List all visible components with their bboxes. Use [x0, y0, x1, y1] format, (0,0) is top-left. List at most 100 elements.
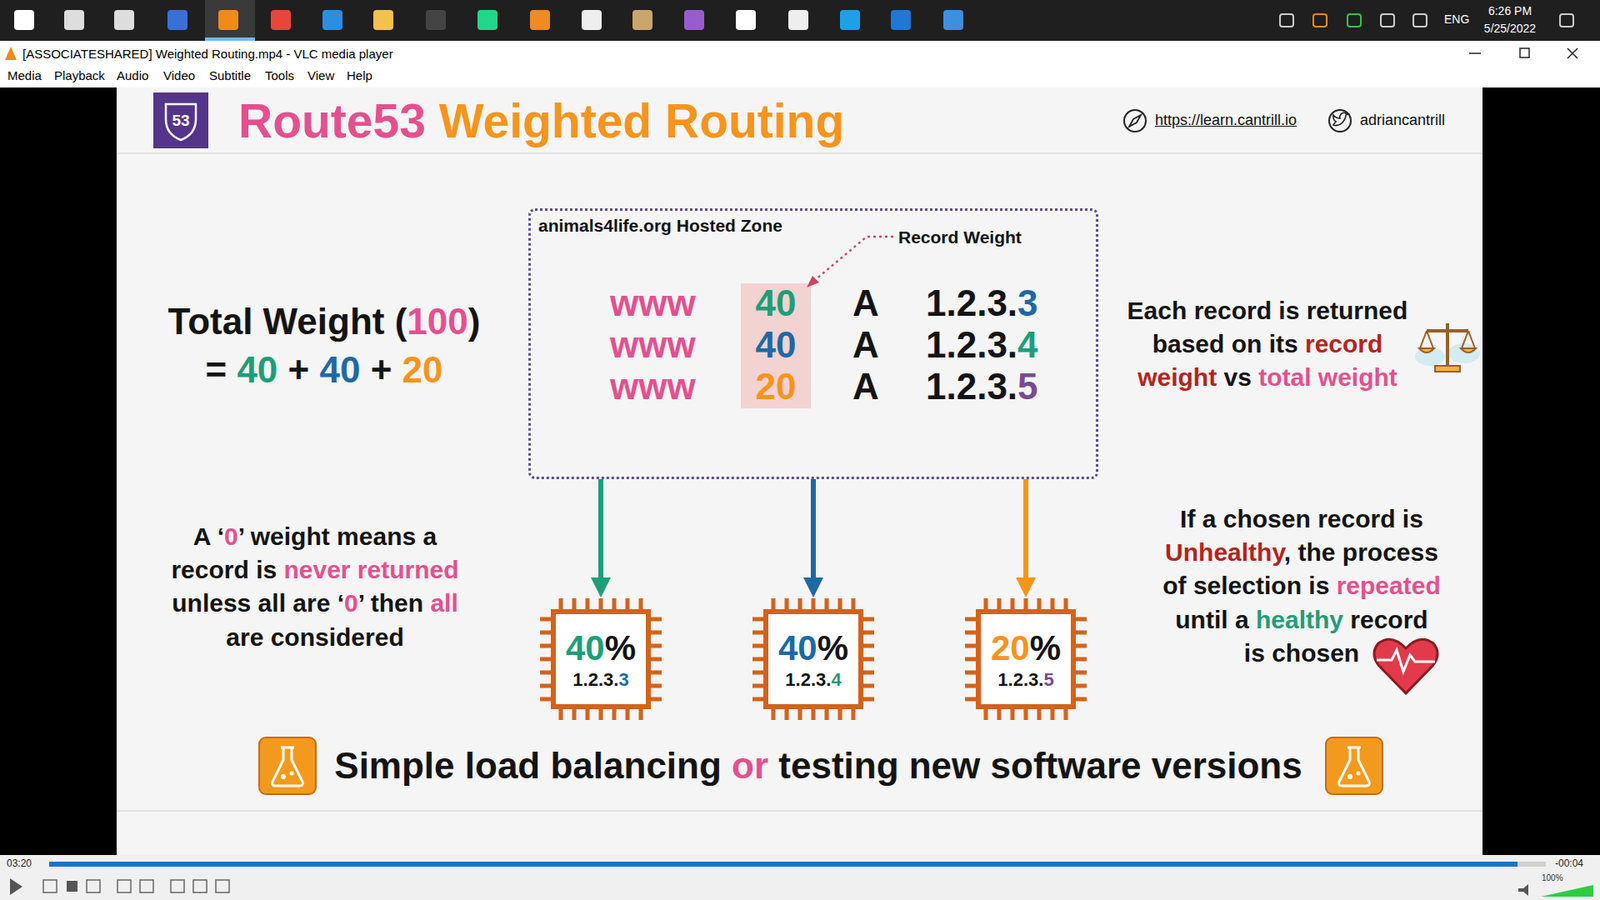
text-run: 40 [236, 349, 278, 390]
note-text-holder: Each record is returned based on its rec… [1124, 294, 1412, 395]
menu-item: Media [7, 68, 42, 84]
menu-bar [0, 65, 1600, 88]
text-run: A ‘ [193, 522, 225, 550]
note-text: If a chosen record is Unhealthy, the pro… [1161, 502, 1442, 670]
text-run: Unhealthy [1165, 538, 1285, 566]
taskbar-app-icon [218, 10, 239, 30]
slide-title-holder: Route53 Weighted Routing [238, 92, 845, 150]
taskbar-app-icon [14, 10, 35, 30]
taskbar-app-icon [788, 10, 809, 30]
taskbar-app-icon [477, 10, 498, 30]
server-address: 1.2.3.3 [572, 669, 629, 690]
window-title: [ASSOCIATESHARED] Weighted Routing.mp4 -… [22, 46, 394, 62]
tray-icon [1280, 14, 1294, 27]
record-name: www [610, 365, 696, 408]
record-type: A [852, 324, 880, 366]
text-run: until a [1175, 605, 1256, 634]
flask-icon [259, 737, 1383, 795]
flow-arrow [803, 479, 824, 598]
record-weight-holder: 40 [740, 282, 811, 325]
arrow-head [1015, 577, 1036, 598]
record-weight: 40 [740, 282, 811, 325]
menu-item: Audio [116, 68, 149, 84]
record-name: www [610, 282, 696, 325]
record-weight: 20 [740, 365, 811, 408]
record-value-holder: 1.2.3.5 [925, 365, 1039, 408]
text-run: 40 [778, 628, 818, 668]
compass-icon [1124, 110, 1146, 132]
text-run: 3 [1017, 282, 1038, 324]
menu-item: Help [346, 68, 373, 84]
server-address: 1.2.3.4 [785, 669, 841, 690]
volume-level-holder: 100% [1541, 873, 1564, 884]
flow-arrow [590, 479, 611, 598]
slide-title: Route53 Weighted Routing [238, 92, 845, 150]
taskbar-app-icon [735, 10, 756, 30]
remaining-time-holder: -00:04 [1555, 857, 1584, 870]
twitter-handle-holder: adriancantrill [1360, 111, 1445, 130]
record-weight-holder: 40 [740, 324, 811, 366]
server-chip: 20%1.2.3.5 [965, 598, 1087, 720]
chip-body [553, 611, 649, 707]
tray-icon [1560, 14, 1574, 27]
text-run: total weight [1258, 363, 1398, 391]
logo-number-holder: 53 [162, 111, 200, 131]
text-run: never returned [283, 555, 459, 584]
taskbar-app-icon [943, 10, 964, 30]
arrow-shaft [598, 479, 604, 579]
weight-sum-holder: = 40 + 40 + 20 [128, 348, 520, 393]
tray-icon [1380, 14, 1395, 27]
share-percent: 40% [778, 628, 849, 669]
record-value-holder: 1.2.3.4 [925, 324, 1039, 366]
text-run: 40 [319, 349, 360, 390]
taskbar-app-icon [270, 10, 291, 30]
text-run: Route53 [238, 94, 426, 148]
arrow-head [590, 577, 611, 598]
text-run: + [360, 349, 402, 390]
tray-icon [1413, 14, 1427, 27]
note-text: A ‘0’ weight means a record is never ret… [156, 520, 474, 655]
taskbar [0, 0, 1600, 41]
record-name-holder: www [610, 365, 696, 408]
website-link-holder: https://learn.cantrill.io [1155, 111, 1297, 130]
text-run: Simple load balancing [334, 745, 732, 786]
text-run: 1.2.3. [925, 324, 1018, 365]
clock-time: 6:26 PM [1468, 4, 1552, 19]
record-value: 1.2.3.3 [925, 282, 1039, 325]
text-run: % [605, 628, 636, 668]
text-run: all [430, 589, 458, 617]
menu-item: Subtitle [209, 68, 251, 84]
record-name-holder: www [610, 324, 696, 366]
arrow-shaft [810, 479, 816, 579]
record-name-holder: www [610, 282, 696, 325]
taskbar-app-icon [322, 10, 343, 30]
text-run: 4 [830, 669, 841, 690]
text-run: 5 [1043, 669, 1054, 690]
elapsed-time-holder: 03:20 [6, 857, 32, 870]
scale-icon [1415, 323, 1480, 372]
note-text-holder: If a chosen record is Unhealthy, the pro… [1161, 502, 1442, 670]
taskbar-app-icon [530, 10, 550, 30]
menu-item-holder: Video [163, 68, 195, 84]
clock-time-holder: 6:26 PM [1468, 4, 1552, 19]
tray-icon [1347, 14, 1361, 27]
record-weight-holder: 20 [740, 365, 811, 408]
text-run: healthy [1255, 605, 1344, 634]
remaining-time: -00:04 [1555, 857, 1584, 870]
taskbar-app-icon [581, 10, 602, 30]
text-run: ) [468, 300, 481, 342]
menu-item-holder: Media [7, 68, 42, 84]
menu-item: Video [163, 68, 195, 84]
text-run: repeated [1336, 571, 1441, 600]
taskbar-app-icon [167, 10, 188, 30]
share-percent: 20% [990, 628, 1061, 669]
share-percent: 40% [565, 628, 636, 669]
taskbar-app-icon [114, 10, 135, 30]
arrow-head [803, 577, 824, 598]
menu-item-holder: Help [346, 68, 373, 84]
record-type: A [852, 282, 880, 325]
volume-level: 100% [1541, 873, 1564, 884]
text-run: 100 [406, 300, 468, 342]
record-type: A [852, 365, 880, 408]
